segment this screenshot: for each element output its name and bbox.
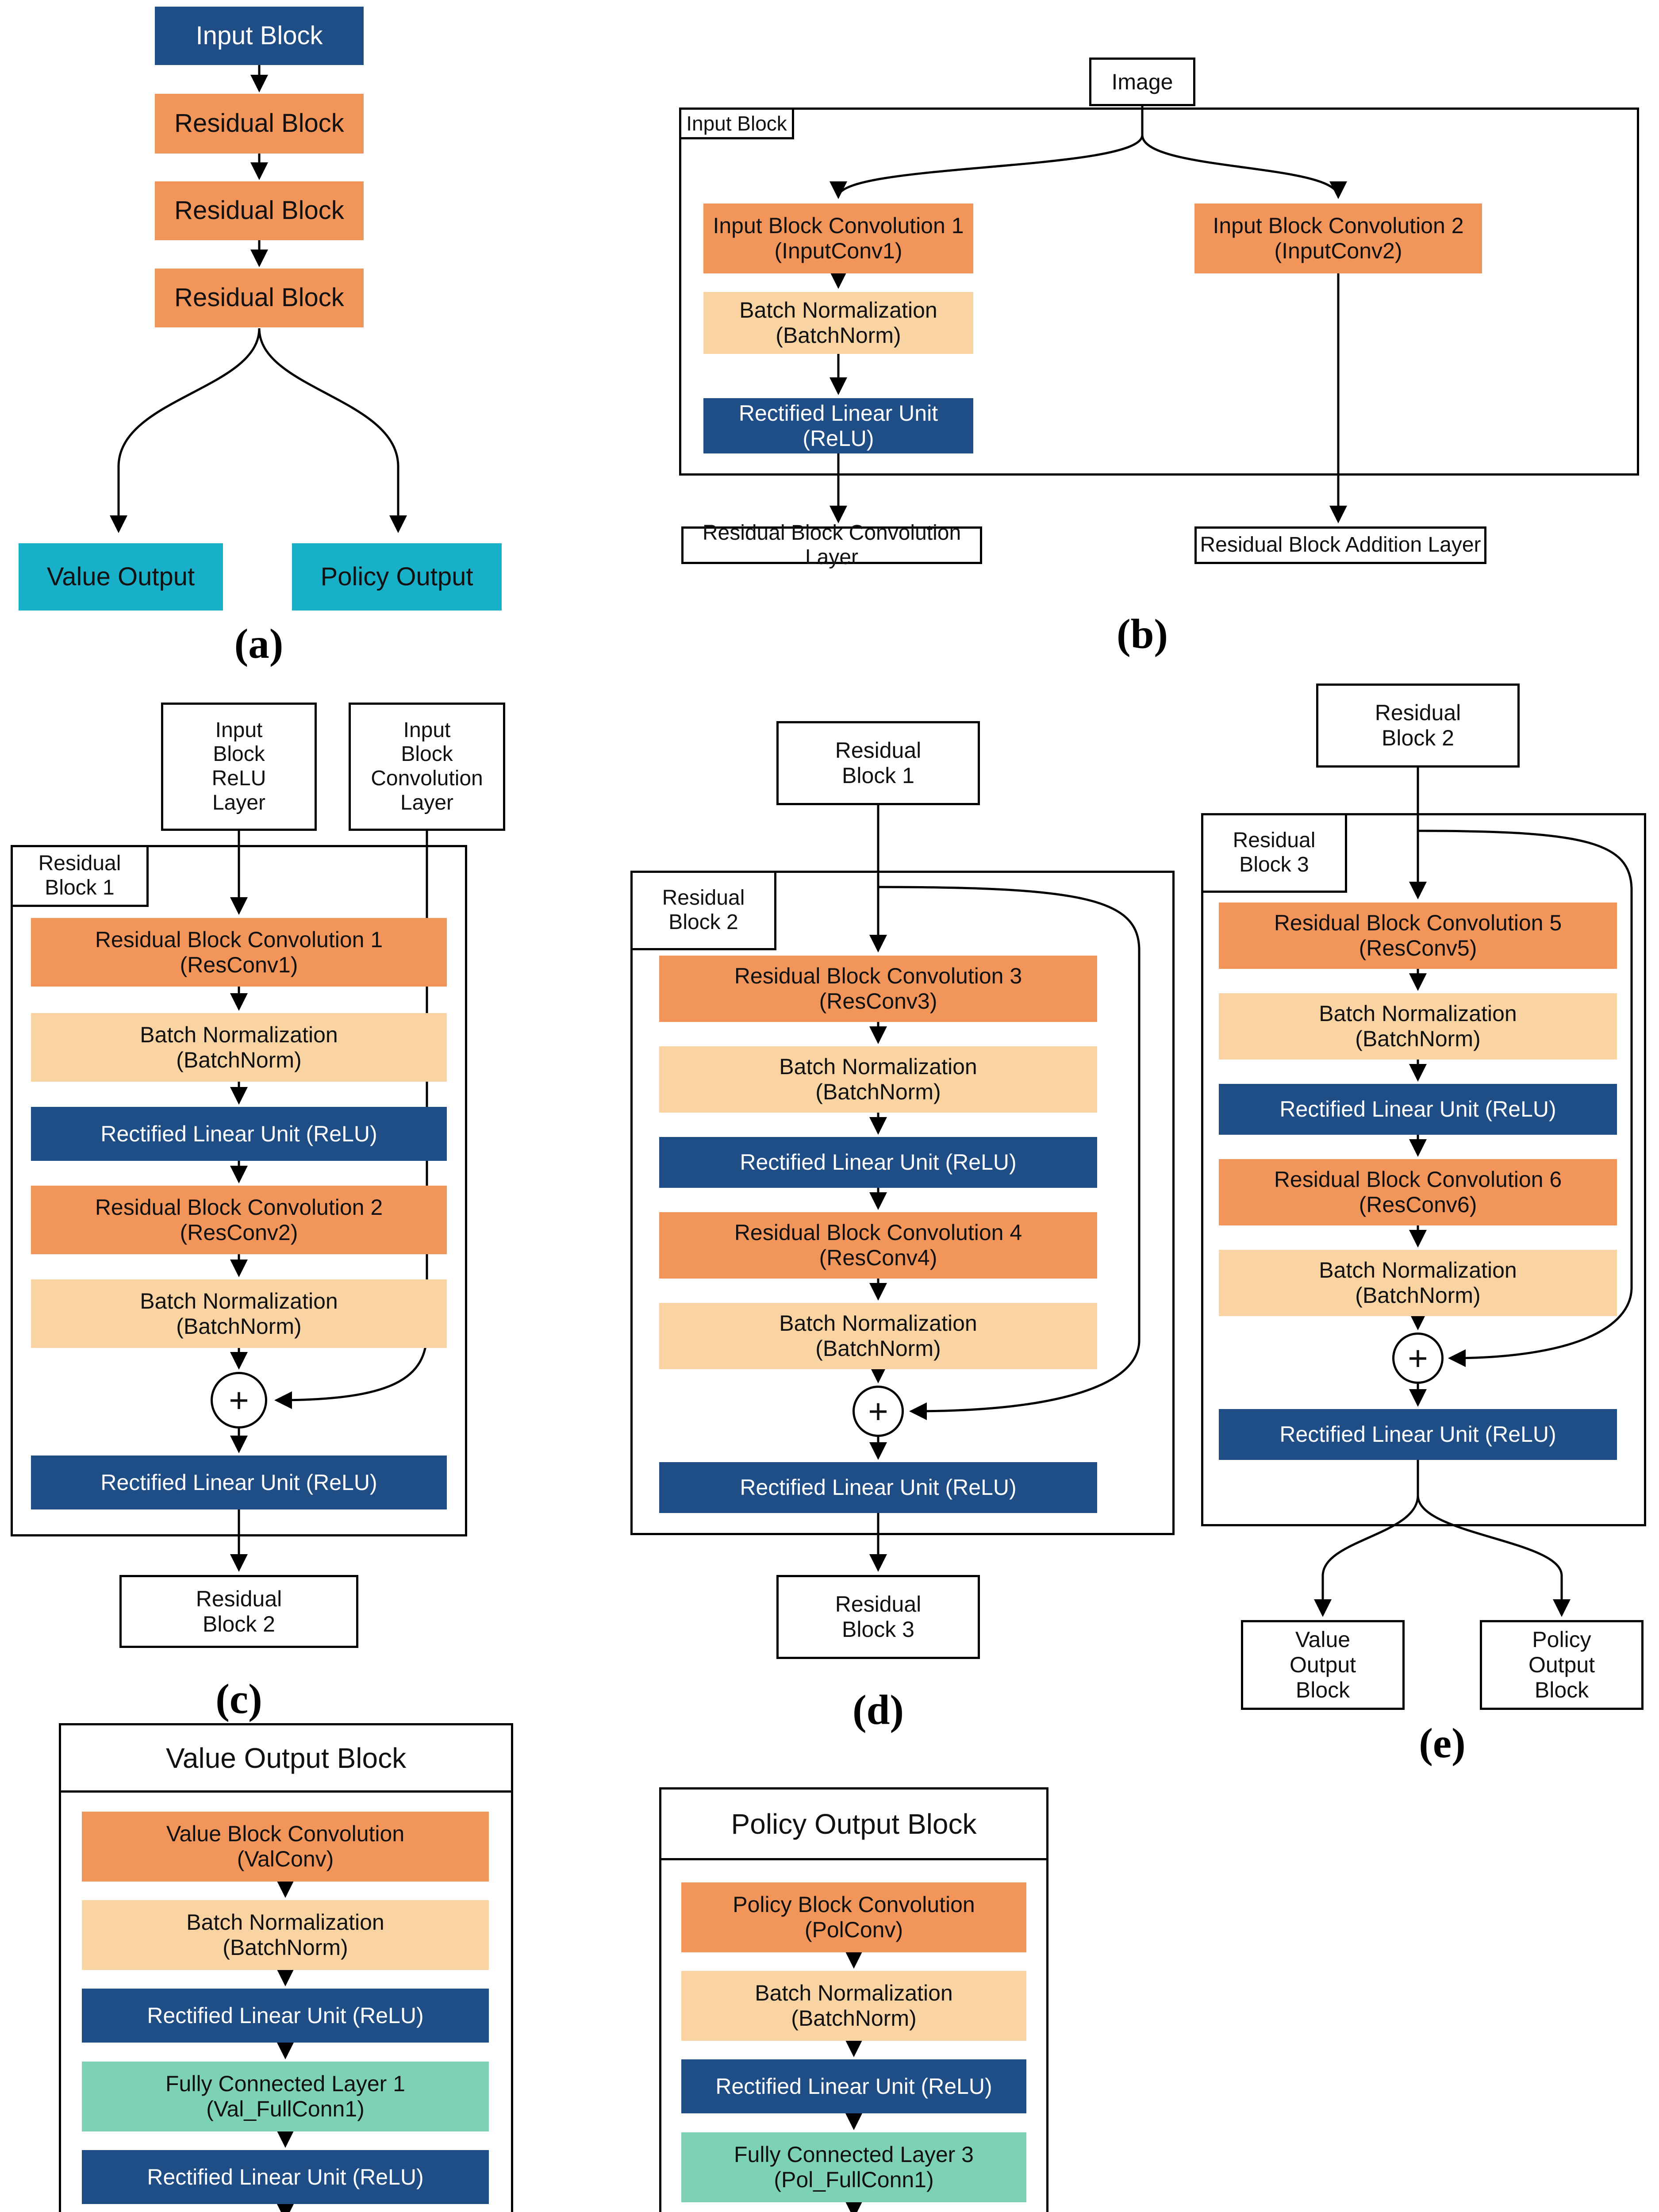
caption-e: (e) — [1419, 1720, 1466, 1767]
b-relu-box: Rectified Linear Unit (ReLU) — [703, 398, 973, 453]
e-value-output-block-box: Value Output Block — [1241, 1620, 1405, 1710]
e-batch-norm1-box: Batch Normalization (BatchNorm) — [1219, 993, 1617, 1060]
b-residual-conv-layer-box: Residual Block Convolution Layer — [681, 521, 982, 569]
f-batch-norm-box: Batch Normalization (BatchNorm) — [82, 1900, 489, 1970]
c-batch-norm1-box: Batch Normalization (BatchNorm) — [31, 1013, 447, 1082]
a-residual-block-1-box: Residual Block — [155, 94, 364, 154]
a-residual-block-2-box: Residual Block — [155, 181, 364, 240]
b-batch-norm-box: Batch Normalization (BatchNorm) — [703, 292, 973, 354]
a-policy-output-box: Policy Output — [292, 543, 502, 611]
caption-c: (c) — [215, 1675, 262, 1722]
d-res-conv3-box: Residual Block Convolution 3 (ResConv3) — [659, 956, 1097, 1022]
caption-b: (b) — [1116, 611, 1168, 657]
e-prev-block-box: Residual Block 2 — [1316, 684, 1520, 768]
f-title: Value Output Block — [61, 1725, 511, 1793]
e-res-conv6-box: Residual Block Convolution 6 (ResConv6) — [1219, 1159, 1617, 1225]
b-input-conv1-box: Input Block Convolution 1 (InputConv1) — [703, 204, 973, 273]
g-full-conn3-box: Fully Connected Layer 3 (Pol_FullConn1) — [681, 2132, 1026, 2202]
e-policy-output-block-box: Policy Output Block — [1480, 1620, 1644, 1710]
f-value-output-block-container — [59, 1723, 513, 2212]
d-res-conv4-box: Residual Block Convolution 4 (ResConv4) — [659, 1212, 1097, 1279]
b-container-label: Input Block — [679, 108, 794, 139]
d-prev-block-box: Residual Block 1 — [776, 721, 980, 805]
c-next-block-box: Residual Block 2 — [119, 1575, 358, 1648]
f-full-conn1-box: Fully Connected Layer 1 (Val_FullConn1) — [82, 2062, 489, 2131]
b-image-box: Image — [1089, 58, 1195, 106]
c-input-conv-layer-box: Input Block Convolution Layer — [349, 703, 505, 831]
e-relu1-box: Rectified Linear Unit (ReLU) — [1219, 1084, 1617, 1135]
e-container-label: Residual Block 3 — [1201, 813, 1347, 893]
b-input-block-container — [679, 108, 1639, 476]
g-pol-conv-box: Policy Block Convolution (PolConv) — [681, 1882, 1026, 1952]
b-input-conv2-box: Input Block Convolution 2 (InputConv2) — [1194, 204, 1482, 273]
d-residual-block-2-container — [630, 871, 1175, 1535]
b-residual-add-layer-box: Residual Block Addition Layer — [1194, 526, 1486, 564]
a-value-output-box: Value Output — [19, 543, 223, 611]
e-res-conv5-box: Residual Block Convolution 5 (ResConv5) — [1219, 902, 1617, 969]
f-val-conv-box: Value Block Convolution (ValConv) — [82, 1812, 489, 1882]
d-batch-norm1-box: Batch Normalization (BatchNorm) — [659, 1046, 1097, 1113]
c-relu2-box: Rectified Linear Unit (ReLU) — [31, 1455, 447, 1509]
c-batch-norm2-box: Batch Normalization (BatchNorm) — [31, 1279, 447, 1348]
e-add-node: + — [1392, 1333, 1444, 1384]
g-relu-box: Rectified Linear Unit (ReLU) — [681, 2059, 1026, 2113]
c-relu1-box: Rectified Linear Unit (ReLU) — [31, 1107, 447, 1161]
g-batch-norm-box: Batch Normalization (BatchNorm) — [681, 1971, 1026, 2041]
f-relu2-box: Rectified Linear Unit (ReLU) — [82, 2150, 489, 2204]
d-relu2-box: Rectified Linear Unit (ReLU) — [659, 1462, 1097, 1513]
d-relu1-box: Rectified Linear Unit (ReLU) — [659, 1137, 1097, 1188]
g-title: Policy Output Block — [661, 1790, 1046, 1860]
e-relu2-box: Rectified Linear Unit (ReLU) — [1219, 1409, 1617, 1460]
c-container-label: Residual Block 1 — [11, 845, 149, 907]
caption-d: (d) — [852, 1686, 904, 1733]
c-res-conv2-box: Residual Block Convolution 2 (ResConv2) — [31, 1186, 447, 1254]
c-res-conv1-box: Residual Block Convolution 1 (ResConv1) — [31, 918, 447, 987]
d-add-node: + — [853, 1386, 904, 1437]
caption-a: (a) — [234, 620, 284, 667]
a-input-block-box: Input Block — [155, 7, 364, 65]
f-relu1-box: Rectified Linear Unit (ReLU) — [82, 1989, 489, 2043]
a-residual-block-3-box: Residual Block — [155, 269, 364, 327]
c-add-node: + — [211, 1372, 267, 1429]
d-batch-norm2-box: Batch Normalization (BatchNorm) — [659, 1303, 1097, 1369]
c-input-relu-layer-box: Input Block ReLU Layer — [161, 703, 317, 831]
e-batch-norm2-box: Batch Normalization (BatchNorm) — [1219, 1250, 1617, 1316]
d-next-block-box: Residual Block 3 — [776, 1575, 980, 1659]
g-policy-output-block-container — [659, 1787, 1048, 2212]
d-container-label: Residual Block 2 — [630, 871, 776, 950]
